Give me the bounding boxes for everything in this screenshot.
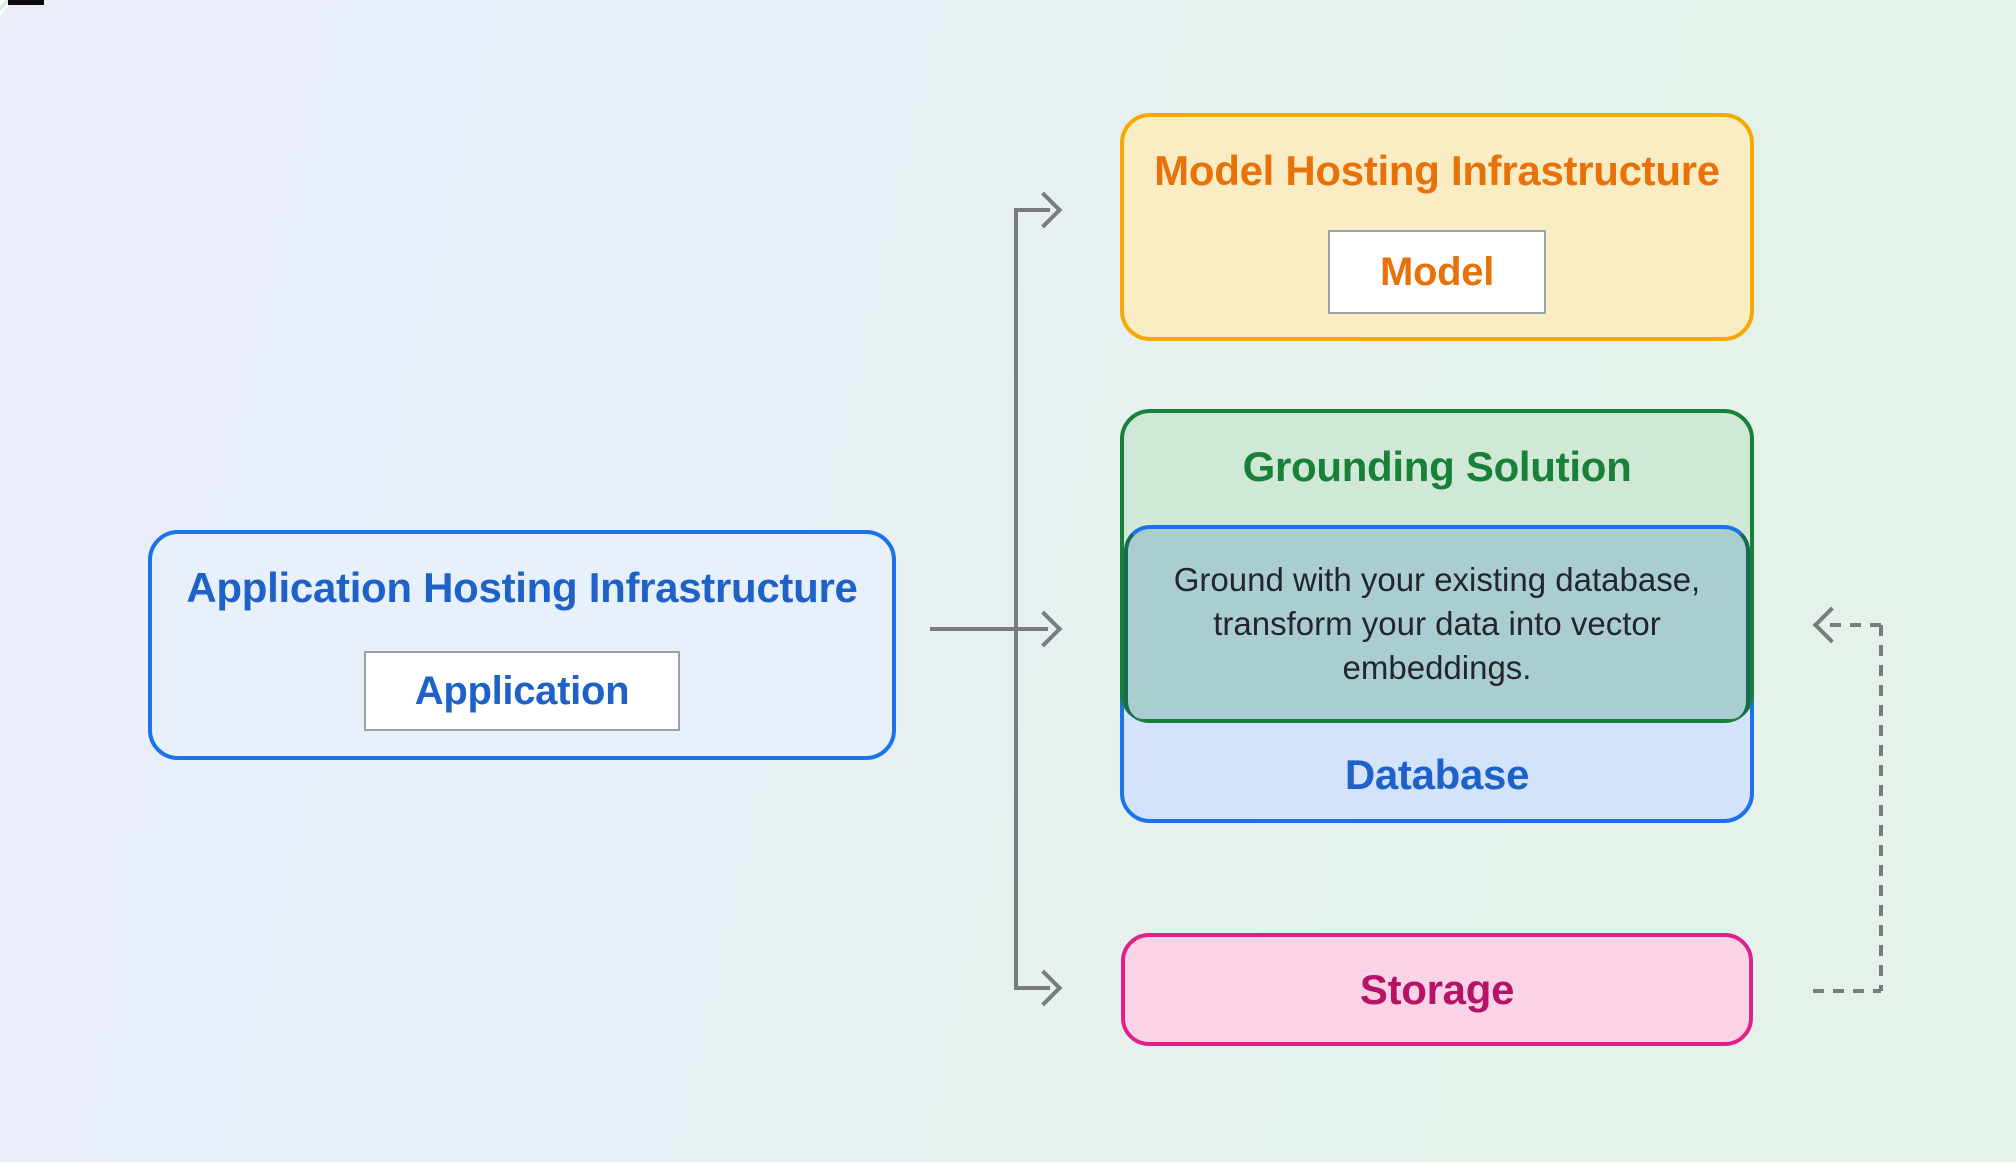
storage-box: Storage [1121,933,1753,1046]
dashed-connector-vertical [1879,625,1883,991]
connector-branch-to-model [1014,208,1050,212]
model-node-label: Model [1379,249,1495,294]
dashed-connector-from-storage [1813,989,1881,993]
connector-vertical-branch [1014,208,1018,990]
application-hosting-title: Application Hosting Infrastructure [186,564,858,611]
dashed-connector-to-grounding [1830,623,1881,627]
model-hosting-title: Model Hosting Infrastructure [1154,147,1720,194]
application-node: Application [364,651,680,731]
connector-application-to-grounding [930,627,1048,631]
grounding-description-panel: Ground with your existing database, tran… [1124,525,1750,719]
model-node: Model [1328,230,1546,314]
grounding-description-line: Ground with your existing database, [1173,561,1701,598]
connector-branch-to-storage [1014,986,1050,990]
grounding-description-line: transform your data into vector [1213,605,1661,642]
database-label: Database [1344,751,1530,798]
screen-edge-artifact [8,0,44,5]
model-hosting-box: Model Hosting Infrastructure Model [1120,113,1754,341]
grounding-solution-title: Grounding Solution [1242,443,1632,490]
storage-label: Storage [1359,965,1515,1013]
application-hosting-box: Application Hosting Infrastructure Appli… [148,530,896,760]
application-node-label: Application [414,668,630,713]
grounding-description-line: embeddings. [1342,649,1532,686]
